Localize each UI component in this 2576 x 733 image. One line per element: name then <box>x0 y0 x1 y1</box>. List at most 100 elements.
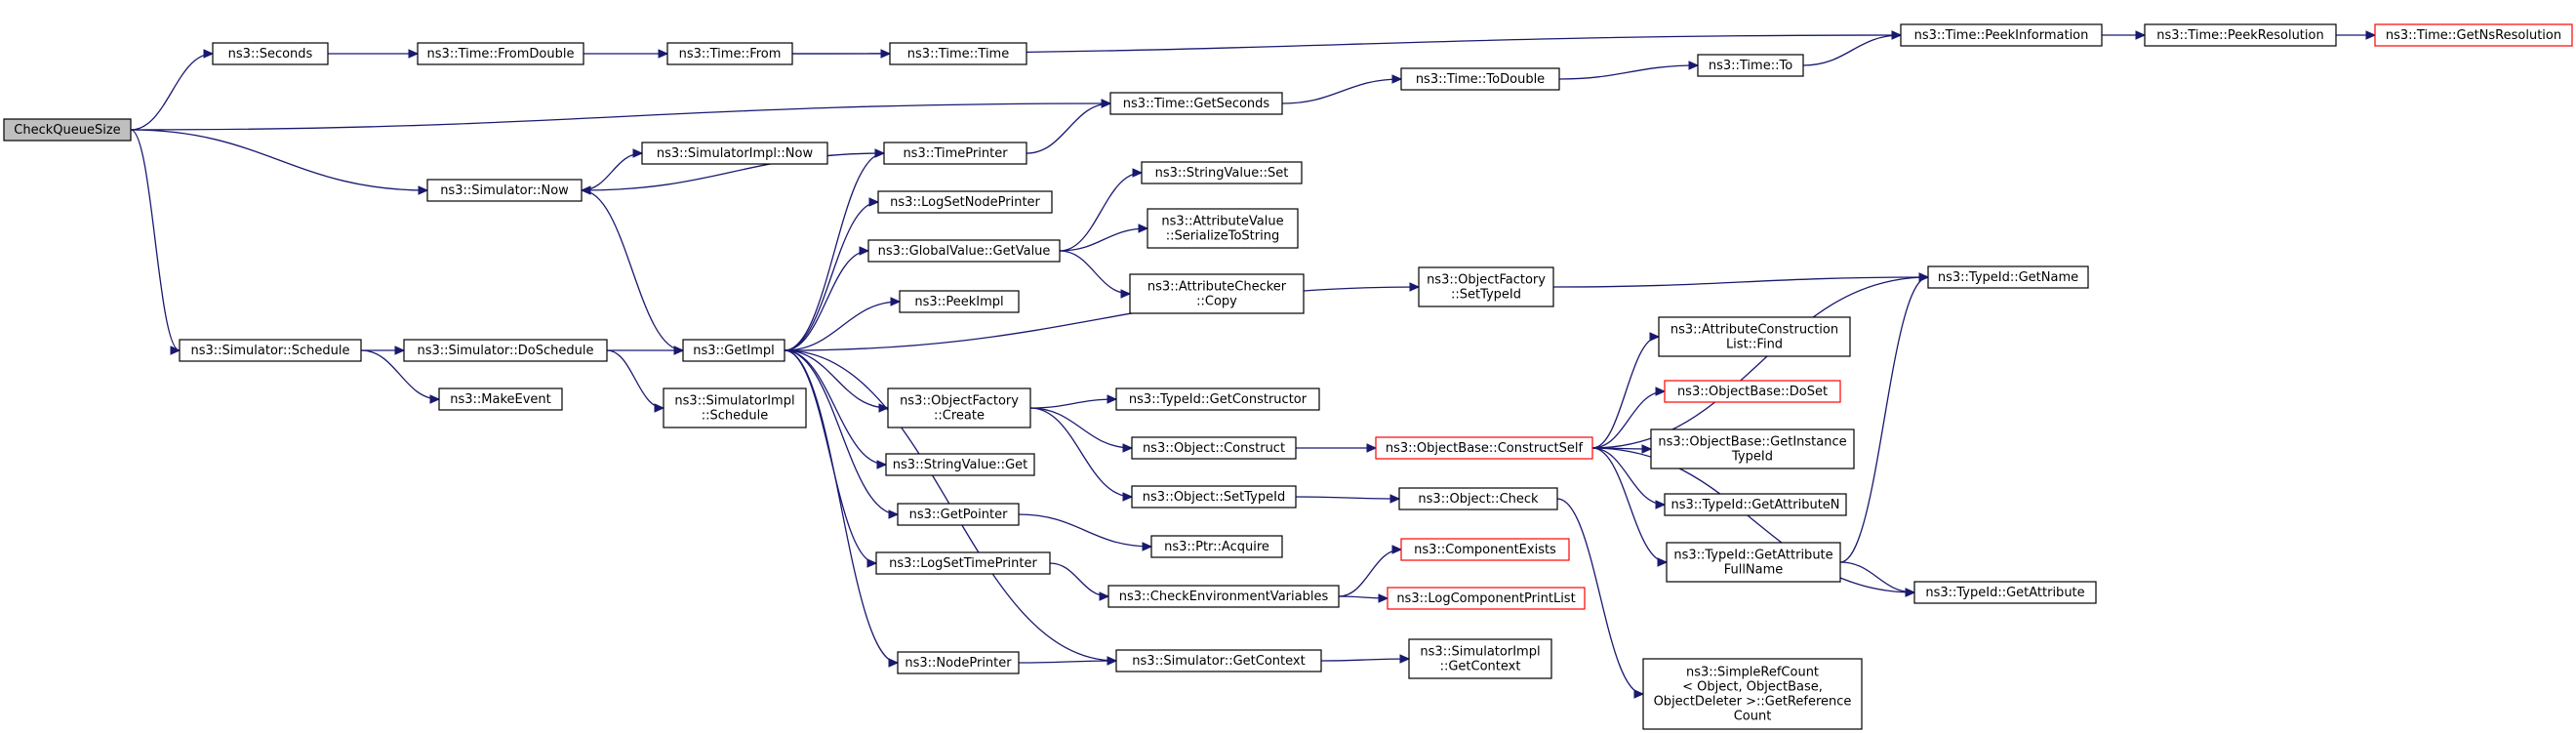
edge-objectbase-constructself-to-typeid-getname <box>1591 272 1930 449</box>
node-label: ns3::Time::To <box>1709 59 1792 73</box>
node-label: ns3::Object::SetTypeId <box>1143 490 1285 505</box>
node-logcomponentprintlist[interactable]: ns3::LogComponentPrintList <box>1387 587 1586 610</box>
node-getimpl[interactable]: ns3::GetImpl <box>682 339 785 362</box>
node-objectfactory-settypeid[interactable]: ns3::ObjectFactory::SetTypeId <box>1418 266 1554 307</box>
node-checkenvironmentvariables[interactable]: ns3::CheckEnvironmentVariables <box>1107 585 1340 608</box>
node-label: ns3::ComponentExists <box>1414 543 1556 557</box>
node-simulatorimpl-schedule[interactable]: ns3::SimulatorImpl::Schedule <box>663 387 807 428</box>
node-time-todouble[interactable]: ns3::Time::ToDouble <box>1400 67 1560 91</box>
node-label: ns3::GetImpl <box>693 344 775 358</box>
node-stringvalue-get[interactable]: ns3::StringValue::Get <box>885 453 1035 476</box>
node-timeprinter[interactable]: ns3::TimePrinter <box>883 142 1027 165</box>
node-simulatorimpl-getcontext[interactable]: ns3::SimulatorImpl::GetContext <box>1408 638 1552 679</box>
node-typeid-getattribute[interactable]: ns3::TypeId::GetAttribute <box>1913 581 2097 604</box>
node-simulatorimpl-now[interactable]: ns3::SimulatorImpl::Now <box>641 142 828 165</box>
node-object-check[interactable]: ns3::Object::Check <box>1398 487 1558 510</box>
node-label: ns3::ObjectBase::GetInstance <box>1658 435 1846 450</box>
node-simulator-now[interactable]: ns3::Simulator::Now <box>426 179 583 202</box>
node-time-getseconds[interactable]: ns3::Time::GetSeconds <box>1109 92 1283 115</box>
edge-check-queue-size-to-simulator-schedule <box>130 129 181 355</box>
node-logsetnodeprinter[interactable]: ns3::LogSetNodePrinter <box>877 190 1053 214</box>
node-objectbase-constructself[interactable]: ns3::ObjectBase::ConstructSelf <box>1375 436 1593 460</box>
edge-objectbase-constructself-to-typeid-getattributen <box>1591 447 1667 509</box>
edge-time-getseconds-to-time-todouble <box>1281 74 1403 104</box>
node-label: ns3::Simulator::Schedule <box>190 344 349 358</box>
node-componentexists[interactable]: ns3::ComponentExists <box>1400 538 1570 561</box>
node-time-getnsresolution[interactable]: ns3::Time::GetNsResolution <box>2374 23 2573 47</box>
edge-seconds-to-time-fromdouble <box>328 49 420 59</box>
node-label: ::Schedule <box>702 409 769 424</box>
node-simplerefcount-getreferencecount[interactable]: ns3::SimpleRefCount< Object, ObjectBase,… <box>1642 658 1863 730</box>
edge-time-todouble-to-time-to <box>1558 61 1700 80</box>
node-objectbase-doset[interactable]: ns3::ObjectBase::DoSet <box>1664 380 1841 403</box>
node-label: ::SetTypeId <box>1451 288 1521 303</box>
edge-nodeprinter-to-simulator-getcontext <box>1018 656 1118 666</box>
node-time-to[interactable]: ns3::Time::To <box>1697 54 1804 77</box>
node-time-from[interactable]: ns3::Time::From <box>666 42 793 65</box>
node-object-settypeid[interactable]: ns3::Object::SetTypeId <box>1131 485 1297 509</box>
node-makeevent[interactable]: ns3::MakeEvent <box>438 387 563 411</box>
node-stringvalue-set[interactable]: ns3::StringValue::Set <box>1141 161 1303 184</box>
node-label: ns3::StringValue::Set <box>1155 166 1289 181</box>
node-check-queue-size[interactable]: CheckQueueSize <box>3 118 132 142</box>
node-label: ::GetContext <box>1440 660 1521 674</box>
edge-simulator-now-to-simulatorimpl-now <box>581 148 644 191</box>
edge-object-construct-to-objectbase-constructself <box>1296 443 1378 453</box>
node-label: List::Find <box>1726 338 1783 352</box>
node-attributevalue-serialize[interactable]: ns3::AttributeValue::SerializeToString <box>1147 208 1299 249</box>
node-label: ns3::Time::ToDouble <box>1416 72 1545 87</box>
node-nodeprinter[interactable]: ns3::NodePrinter <box>897 651 1020 674</box>
edge-typeid-getattributefullname-to-typeid-getattribute <box>1839 561 1916 597</box>
edge-time-fromdouble-to-time-from <box>584 49 669 59</box>
node-time-time[interactable]: ns3::Time::Time <box>889 42 1027 65</box>
edge-simulator-now-to-getimpl <box>581 189 685 355</box>
edge-layer <box>130 30 2377 699</box>
node-label: ns3::Time::GetNsResolution <box>2386 28 2561 43</box>
node-object-construct[interactable]: ns3::Object::Construct <box>1131 436 1297 460</box>
node-label: ::SerializeToString <box>1166 229 1279 244</box>
node-label: ns3::PeekImpl <box>914 295 1003 309</box>
node-getpointer[interactable]: ns3::GetPointer <box>897 503 1020 526</box>
node-label: ns3::ObjectBase::DoSet <box>1677 385 1828 399</box>
edge-simulator-doschedule-to-getimpl <box>607 346 685 355</box>
node-simulator-doschedule[interactable]: ns3::Simulator::DoSchedule <box>403 339 608 362</box>
edge-check-queue-size-to-seconds <box>130 49 215 131</box>
edge-check-queue-size-to-simulator-now <box>130 129 429 195</box>
node-label: ns3::TimePrinter <box>903 146 1008 161</box>
edge-globalvalue-getvalue-to-attributevalue-serialize <box>1059 224 1149 252</box>
node-simulator-schedule[interactable]: ns3::Simulator::Schedule <box>179 339 362 362</box>
node-time-peekresolution[interactable]: ns3::Time::PeekResolution <box>2144 23 2337 47</box>
node-objectfactory-create[interactable]: ns3::ObjectFactory::Create <box>887 387 1031 428</box>
node-typeid-getname[interactable]: ns3::TypeId::GetName <box>1927 265 2089 289</box>
node-label: ns3::SimulatorImpl <box>1420 645 1540 660</box>
node-label: ns3::Simulator::DoSchedule <box>417 344 593 358</box>
node-label: ::Create <box>934 409 985 424</box>
node-peekimpl[interactable]: ns3::PeekImpl <box>899 290 1020 313</box>
edge-objectbase-constructself-to-typeid-getattributefullname <box>1591 447 1669 567</box>
node-simulator-getcontext[interactable]: ns3::Simulator::GetContext <box>1115 649 1322 672</box>
node-label: ns3::ObjectBase::ConstructSelf <box>1386 441 1584 456</box>
edge-time-to-to-time-peekinformation <box>1802 30 1903 66</box>
node-time-fromdouble[interactable]: ns3::Time::FromDouble <box>417 42 584 65</box>
node-typeid-getconstructor[interactable]: ns3::TypeId::GetConstructor <box>1115 387 1320 411</box>
node-label: ns3::Simulator::GetContext <box>1132 654 1305 669</box>
node-seconds[interactable]: ns3::Seconds <box>212 42 329 65</box>
node-logsettimeprinter[interactable]: ns3::LogSetTimePrinter <box>875 551 1051 575</box>
node-label: FullName <box>1724 563 1784 578</box>
edge-objectfactory-settypeid-to-typeid-getname <box>1552 272 1930 288</box>
node-ptr-acquire[interactable]: ns3::Ptr::Acquire <box>1150 535 1283 558</box>
node-typeid-getattributen[interactable]: ns3::TypeId::GetAttributeN <box>1664 493 1847 516</box>
node-label: ObjectDeleter >::GetReference <box>1654 695 1852 710</box>
node-label: ns3::GlobalValue::GetValue <box>878 244 1051 259</box>
node-globalvalue-getvalue[interactable]: ns3::GlobalValue::GetValue <box>867 239 1061 263</box>
edge-getimpl-to-objectfactory-settypeid <box>784 282 1421 351</box>
node-time-peekinformation[interactable]: ns3::Time::PeekInformation <box>1900 23 2103 47</box>
edge-getimpl-to-globalvalue-getvalue <box>784 246 870 351</box>
node-attributechecker-copy[interactable]: ns3::AttributeChecker::Copy <box>1129 273 1305 314</box>
node-label: ns3::Seconds <box>228 47 313 61</box>
node-label: ns3::GetPointer <box>909 508 1008 522</box>
edge-getpointer-to-ptr-acquire <box>1018 513 1153 551</box>
